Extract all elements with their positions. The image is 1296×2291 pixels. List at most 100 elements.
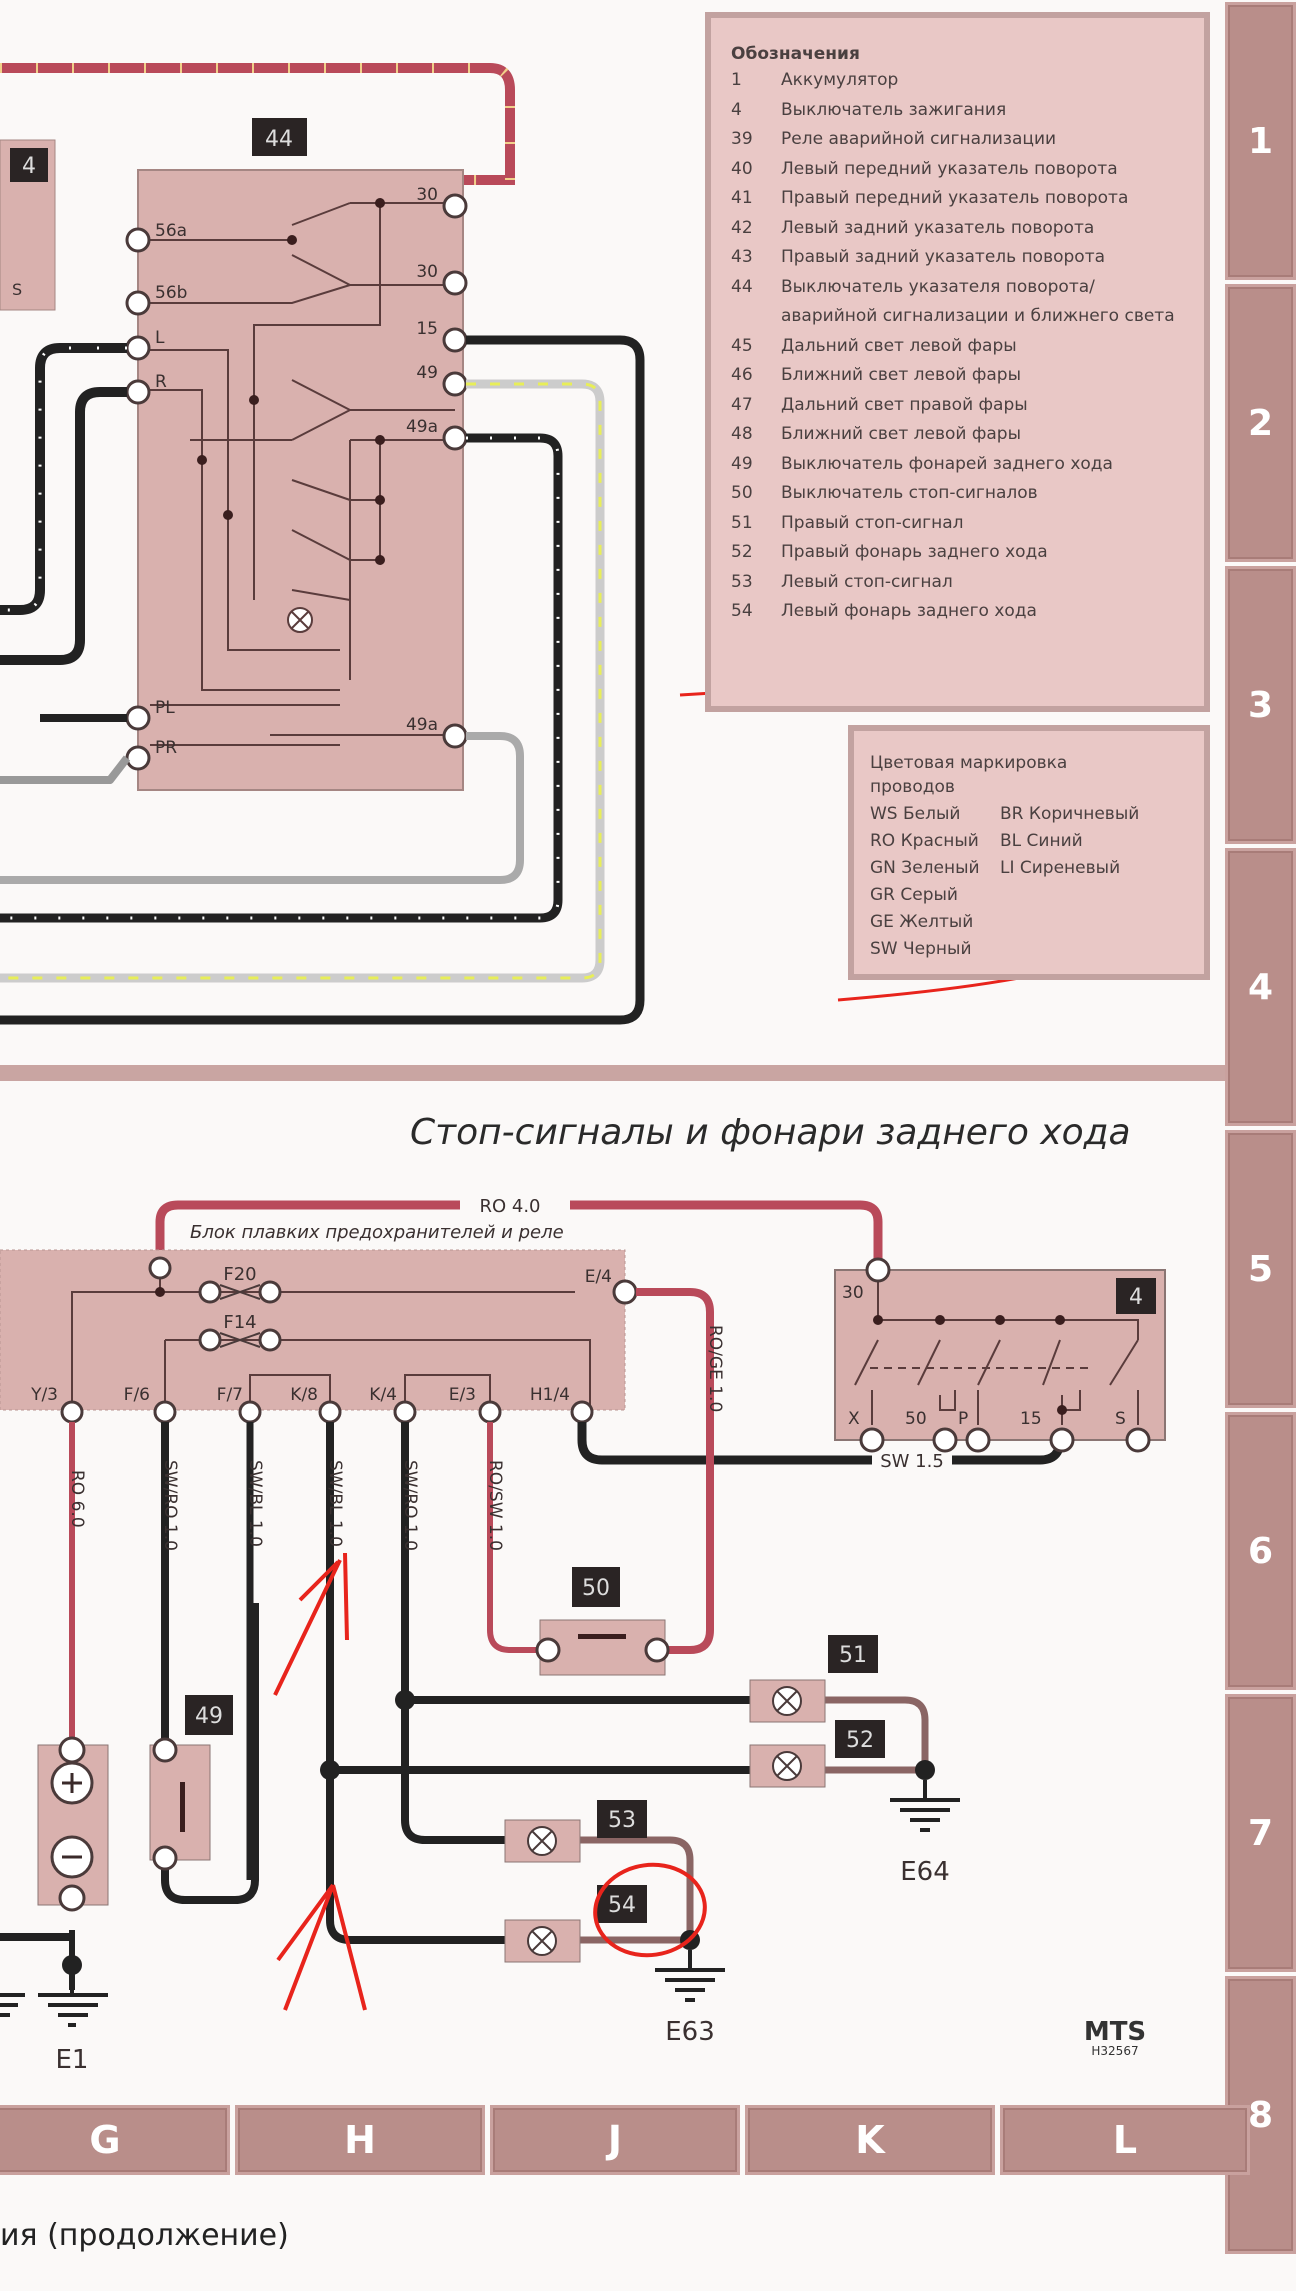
- legend-item-text: Правый фонарь заднего хода: [781, 542, 1048, 562]
- legend-item-text: Правый стоп-сигнал: [781, 512, 964, 533]
- legend-item-number: 50: [731, 483, 753, 503]
- pin-y3: Y/3: [30, 1385, 58, 1405]
- wire-label-ro40: RO 4.0: [479, 1196, 540, 1217]
- component-4-top-tag: [10, 148, 48, 182]
- ground-e63: E63: [665, 2017, 715, 2047]
- component-44: [137, 169, 464, 791]
- component-52-id: 52: [846, 1728, 874, 1753]
- row-tab-1: 1: [1225, 2, 1296, 280]
- color-code-item: GN Зеленый: [870, 858, 980, 878]
- component-54-id: 54: [608, 1893, 636, 1918]
- component-4-pins[interactable]: [859, 1257, 1151, 1453]
- pin-e3: E/3: [449, 1385, 476, 1405]
- legend-item-text: Выключатель фонарей заднего хода: [781, 453, 1113, 474]
- component-44-pins[interactable]: [125, 193, 468, 771]
- lower-wires: [0, 1288, 1065, 1990]
- color-code-item: [1000, 909, 1150, 936]
- component-51-id: 51: [839, 1643, 867, 1668]
- color-code-item: GR Серый: [870, 885, 958, 905]
- color-code-title: Цветовая маркировка проводов: [870, 753, 1068, 797]
- legend-item-text: Левый передний указатель поворота: [781, 158, 1118, 179]
- legend-item-text: Правый задний указатель поворота: [781, 247, 1106, 267]
- legend-item: 41 Правый передний указатель поворота: [731, 184, 1190, 214]
- upper-wires: [0, 335, 645, 1025]
- annotation-marks: [273, 1552, 707, 2011]
- color-code-item: GE Желтый: [870, 912, 974, 932]
- pin-4-x: X: [848, 1409, 860, 1429]
- legend-item-number: 41: [731, 188, 753, 208]
- color-code-item: LI Сиреневый: [1000, 858, 1121, 878]
- pin-15: 15: [416, 319, 438, 339]
- color-code-item: WS Белый: [870, 804, 961, 824]
- fuse-block-label: Блок плавких предохранителей и реле: [190, 1222, 564, 1243]
- color-code-item: [1000, 882, 1150, 909]
- pin-49a: 49a: [406, 417, 438, 437]
- ground-e64: E64: [900, 1857, 950, 1887]
- fuse-pins[interactable]: [60, 1256, 638, 1424]
- component-44-id: 44: [265, 127, 293, 152]
- component-49-id: 49: [195, 1704, 223, 1729]
- pin-e4: E/4: [585, 1267, 612, 1287]
- legend-item-text: Правый передний указатель поворота: [781, 188, 1129, 208]
- row-tab-5: 5: [1225, 1130, 1296, 1408]
- legend-item-number: 48: [731, 424, 753, 444]
- section-divider: [0, 1065, 1225, 1081]
- pin-4-50: 50: [905, 1409, 927, 1429]
- legend-item: 45 Дальний свет левой фары: [731, 332, 1190, 362]
- pin-4-30: 30: [842, 1283, 864, 1303]
- wire-red-top: [0, 63, 515, 185]
- section-title: Стоп-сигналы и фонари заднего хода: [410, 1112, 1131, 1153]
- row-tab-2: 2: [1225, 284, 1296, 562]
- legend-item-number: 43: [731, 247, 753, 267]
- component-4-top-pin: S: [12, 280, 22, 299]
- wire-label-swro2: SW/RO 1.0: [400, 1460, 420, 1551]
- ground-symbols: [0, 1780, 960, 2027]
- pin-4-15: 15: [1020, 1409, 1042, 1429]
- pin-PR: PR: [155, 738, 177, 758]
- column-tab-H: H: [235, 2105, 485, 2175]
- fuse-f20: F20: [223, 1264, 256, 1285]
- column-tab-K: K: [745, 2105, 995, 2175]
- component-44-internals: [150, 202, 455, 746]
- legend-item: 4 Выключатель зажигания: [731, 96, 1190, 126]
- ground-e1: E1: [56, 2045, 89, 2075]
- component-44-tag: [252, 118, 307, 156]
- legend-item-number: 4: [731, 99, 742, 120]
- mts-code: H32567: [1091, 2044, 1139, 2058]
- column-tab-G: G: [0, 2105, 230, 2175]
- pin-PL: PL: [155, 698, 175, 718]
- legend-item-text: Дальний свет левой фары: [781, 335, 1017, 356]
- pin-k4: K/4: [369, 1385, 397, 1405]
- row-tab-3: 3: [1225, 566, 1296, 844]
- component-50-id: 50: [582, 1576, 610, 1601]
- legend-item-text: Выключатель зажигания: [781, 99, 1007, 120]
- legend-item-number: 52: [731, 542, 753, 562]
- pin-30a: 30: [416, 185, 438, 205]
- wire-label-ro60: RO 6.0: [67, 1470, 87, 1528]
- legend-item: 49 Выключатель фонарей заднего хода: [731, 450, 1190, 480]
- legend-item-text: Реле аварийной сигнализации: [781, 129, 1057, 149]
- legend-item-text: Дальний свет правой фары: [781, 394, 1028, 415]
- legend-item-text: Левый фонарь заднего хода: [781, 601, 1037, 621]
- legend-item-number: 45: [731, 335, 753, 356]
- fuse-f14: F14: [223, 1312, 256, 1333]
- legend-item-text: Аккумулятор: [781, 70, 899, 90]
- legend-item-number: 54: [731, 601, 753, 621]
- legend-item: 52 Правый фонарь заднего хода: [731, 538, 1190, 568]
- legend-item-number: 39: [731, 129, 753, 149]
- row-tab-4: 4: [1225, 848, 1296, 1126]
- pin-30b: 30: [416, 262, 438, 282]
- component-53-id: 53: [608, 1808, 636, 1833]
- legend-item-number: 49: [731, 453, 753, 474]
- column-tab-L: L: [1000, 2105, 1250, 2175]
